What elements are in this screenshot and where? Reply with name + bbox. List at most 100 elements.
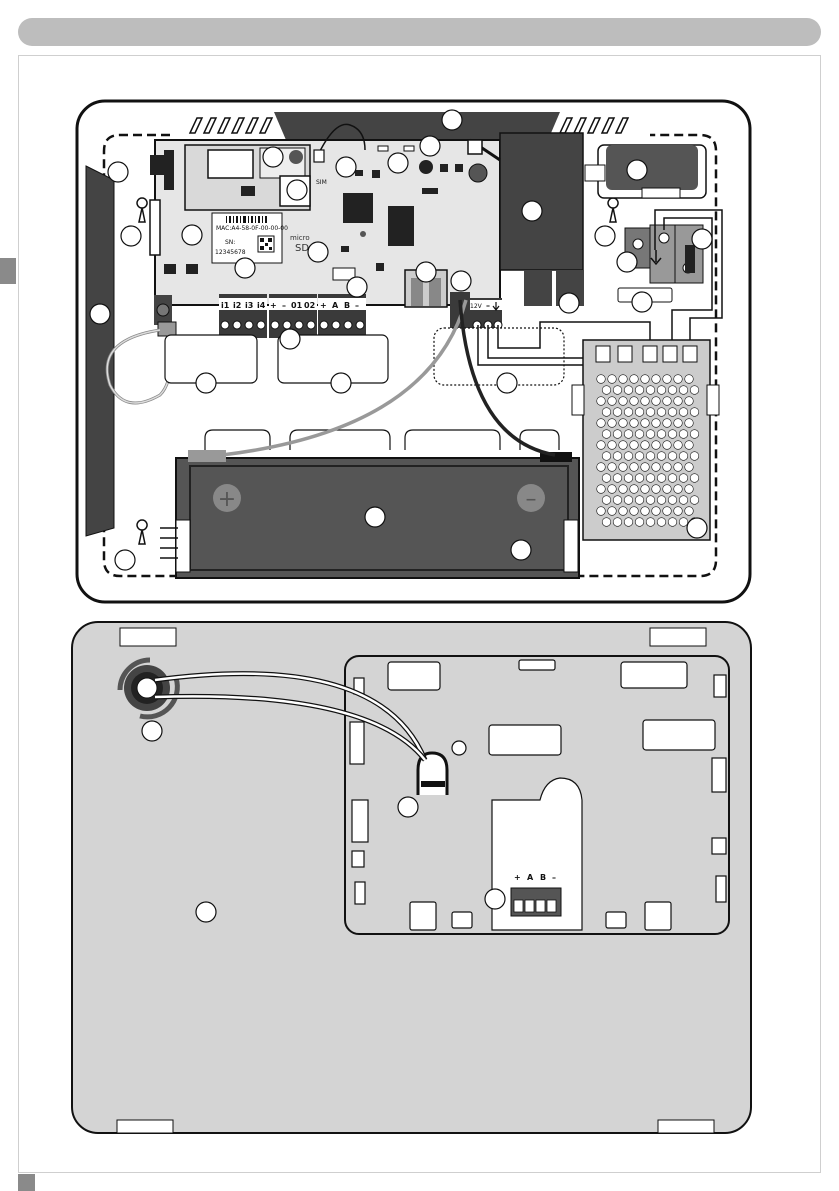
vent-hole — [641, 419, 650, 428]
sn-value: 12345678 — [215, 249, 246, 256]
power-supply — [572, 340, 719, 540]
vent-hole — [641, 507, 650, 516]
vent-hole — [630, 419, 639, 428]
vent-hole — [608, 441, 617, 450]
vent-hole — [690, 496, 699, 505]
vent-hole — [613, 408, 622, 417]
vent-hole — [652, 441, 661, 450]
terminal-bus-b: B — [344, 301, 350, 310]
vent-hole — [608, 507, 617, 516]
vent-hole — [624, 518, 633, 527]
vent-hole — [646, 430, 655, 439]
vent-hole — [597, 397, 606, 406]
vent-hole — [657, 474, 666, 483]
vent-hole — [635, 430, 644, 439]
vent-hole — [630, 463, 639, 472]
vent-hole — [685, 419, 694, 428]
vent-hole — [657, 496, 666, 505]
vent-hole — [657, 408, 666, 417]
vent-hole — [624, 474, 633, 483]
vent-hole — [668, 430, 677, 439]
vent-hole — [663, 375, 672, 384]
vent-hole — [619, 375, 628, 384]
vent-hole — [597, 507, 606, 516]
vent-hole — [635, 518, 644, 527]
vent-hole — [624, 430, 633, 439]
vent-hole — [646, 496, 655, 505]
vent-hole — [602, 518, 611, 527]
vent-hole — [608, 463, 617, 472]
vent-hole — [663, 397, 672, 406]
vent-hole — [652, 507, 661, 516]
vent-hole — [646, 452, 655, 461]
microsd-bottom-label: SD — [295, 243, 309, 254]
vent-hole — [690, 430, 699, 439]
terminal-bus-a: A — [332, 301, 339, 310]
terminal-input-2: i2 — [233, 301, 241, 310]
vent-hole — [652, 485, 661, 494]
terminal-input-1: i1 — [221, 301, 230, 310]
vent-hole — [690, 386, 699, 395]
vent-hole — [602, 386, 611, 395]
vent-hole — [602, 496, 611, 505]
terminal-power-12v: 12V — [470, 303, 483, 310]
vent-hole — [597, 419, 606, 428]
vent-hole — [641, 485, 650, 494]
vent-hole — [635, 496, 644, 505]
vent-hole — [685, 375, 694, 384]
terminal-output-minus: – — [282, 301, 286, 310]
vent-hole — [657, 518, 666, 527]
terminal-output-plus: + — [270, 301, 277, 310]
vent-hole — [668, 518, 677, 527]
vent-hole — [663, 419, 672, 428]
vent-hole — [608, 397, 617, 406]
vent-hole — [635, 408, 644, 417]
vent-hole — [624, 452, 633, 461]
vent-hole — [663, 463, 672, 472]
vent-hole — [652, 419, 661, 428]
vent-hole — [619, 507, 628, 516]
vent-hole — [624, 386, 633, 395]
vent-hole — [597, 441, 606, 450]
vent-hole — [613, 496, 622, 505]
vent-hole — [679, 518, 688, 527]
vent-hole — [674, 441, 683, 450]
vent-hole — [646, 386, 655, 395]
vent-hole — [613, 386, 622, 395]
terminal-input-3: i3 — [245, 301, 253, 310]
vent-hole — [597, 375, 606, 384]
vent-hole — [602, 408, 611, 417]
vent-hole — [619, 419, 628, 428]
vent-hole — [690, 452, 699, 461]
vent-hole — [613, 518, 622, 527]
vent-hole — [619, 463, 628, 472]
vent-hole — [690, 474, 699, 483]
vent-hole — [674, 485, 683, 494]
vent-hole — [608, 375, 617, 384]
vent-hole — [613, 474, 622, 483]
vent-hole — [679, 452, 688, 461]
vent-hole — [630, 507, 639, 516]
vent-hole — [646, 408, 655, 417]
vent-hole — [685, 485, 694, 494]
keypad-bus-a: A — [527, 873, 534, 882]
vent-hole — [597, 485, 606, 494]
vent-hole — [624, 408, 633, 417]
vent-hole — [602, 430, 611, 439]
vent-hole — [668, 386, 677, 395]
vent-hole — [630, 485, 639, 494]
vent-hole — [668, 496, 677, 505]
mac-label: MAC:A4-58-0F-00-00-00 — [216, 225, 288, 232]
vent-hole — [668, 474, 677, 483]
battery-minus-label: – — [526, 487, 537, 512]
keypad-bus-b: B — [540, 873, 546, 882]
vent-hole — [641, 397, 650, 406]
terminal-bus-plus: + — [320, 301, 327, 310]
vent-hole — [602, 452, 611, 461]
vent-hole — [685, 441, 694, 450]
vent-hole — [679, 386, 688, 395]
enclosure-lid: + A B – — [72, 622, 751, 1133]
vent-hole — [674, 419, 683, 428]
vent-hole — [619, 397, 628, 406]
